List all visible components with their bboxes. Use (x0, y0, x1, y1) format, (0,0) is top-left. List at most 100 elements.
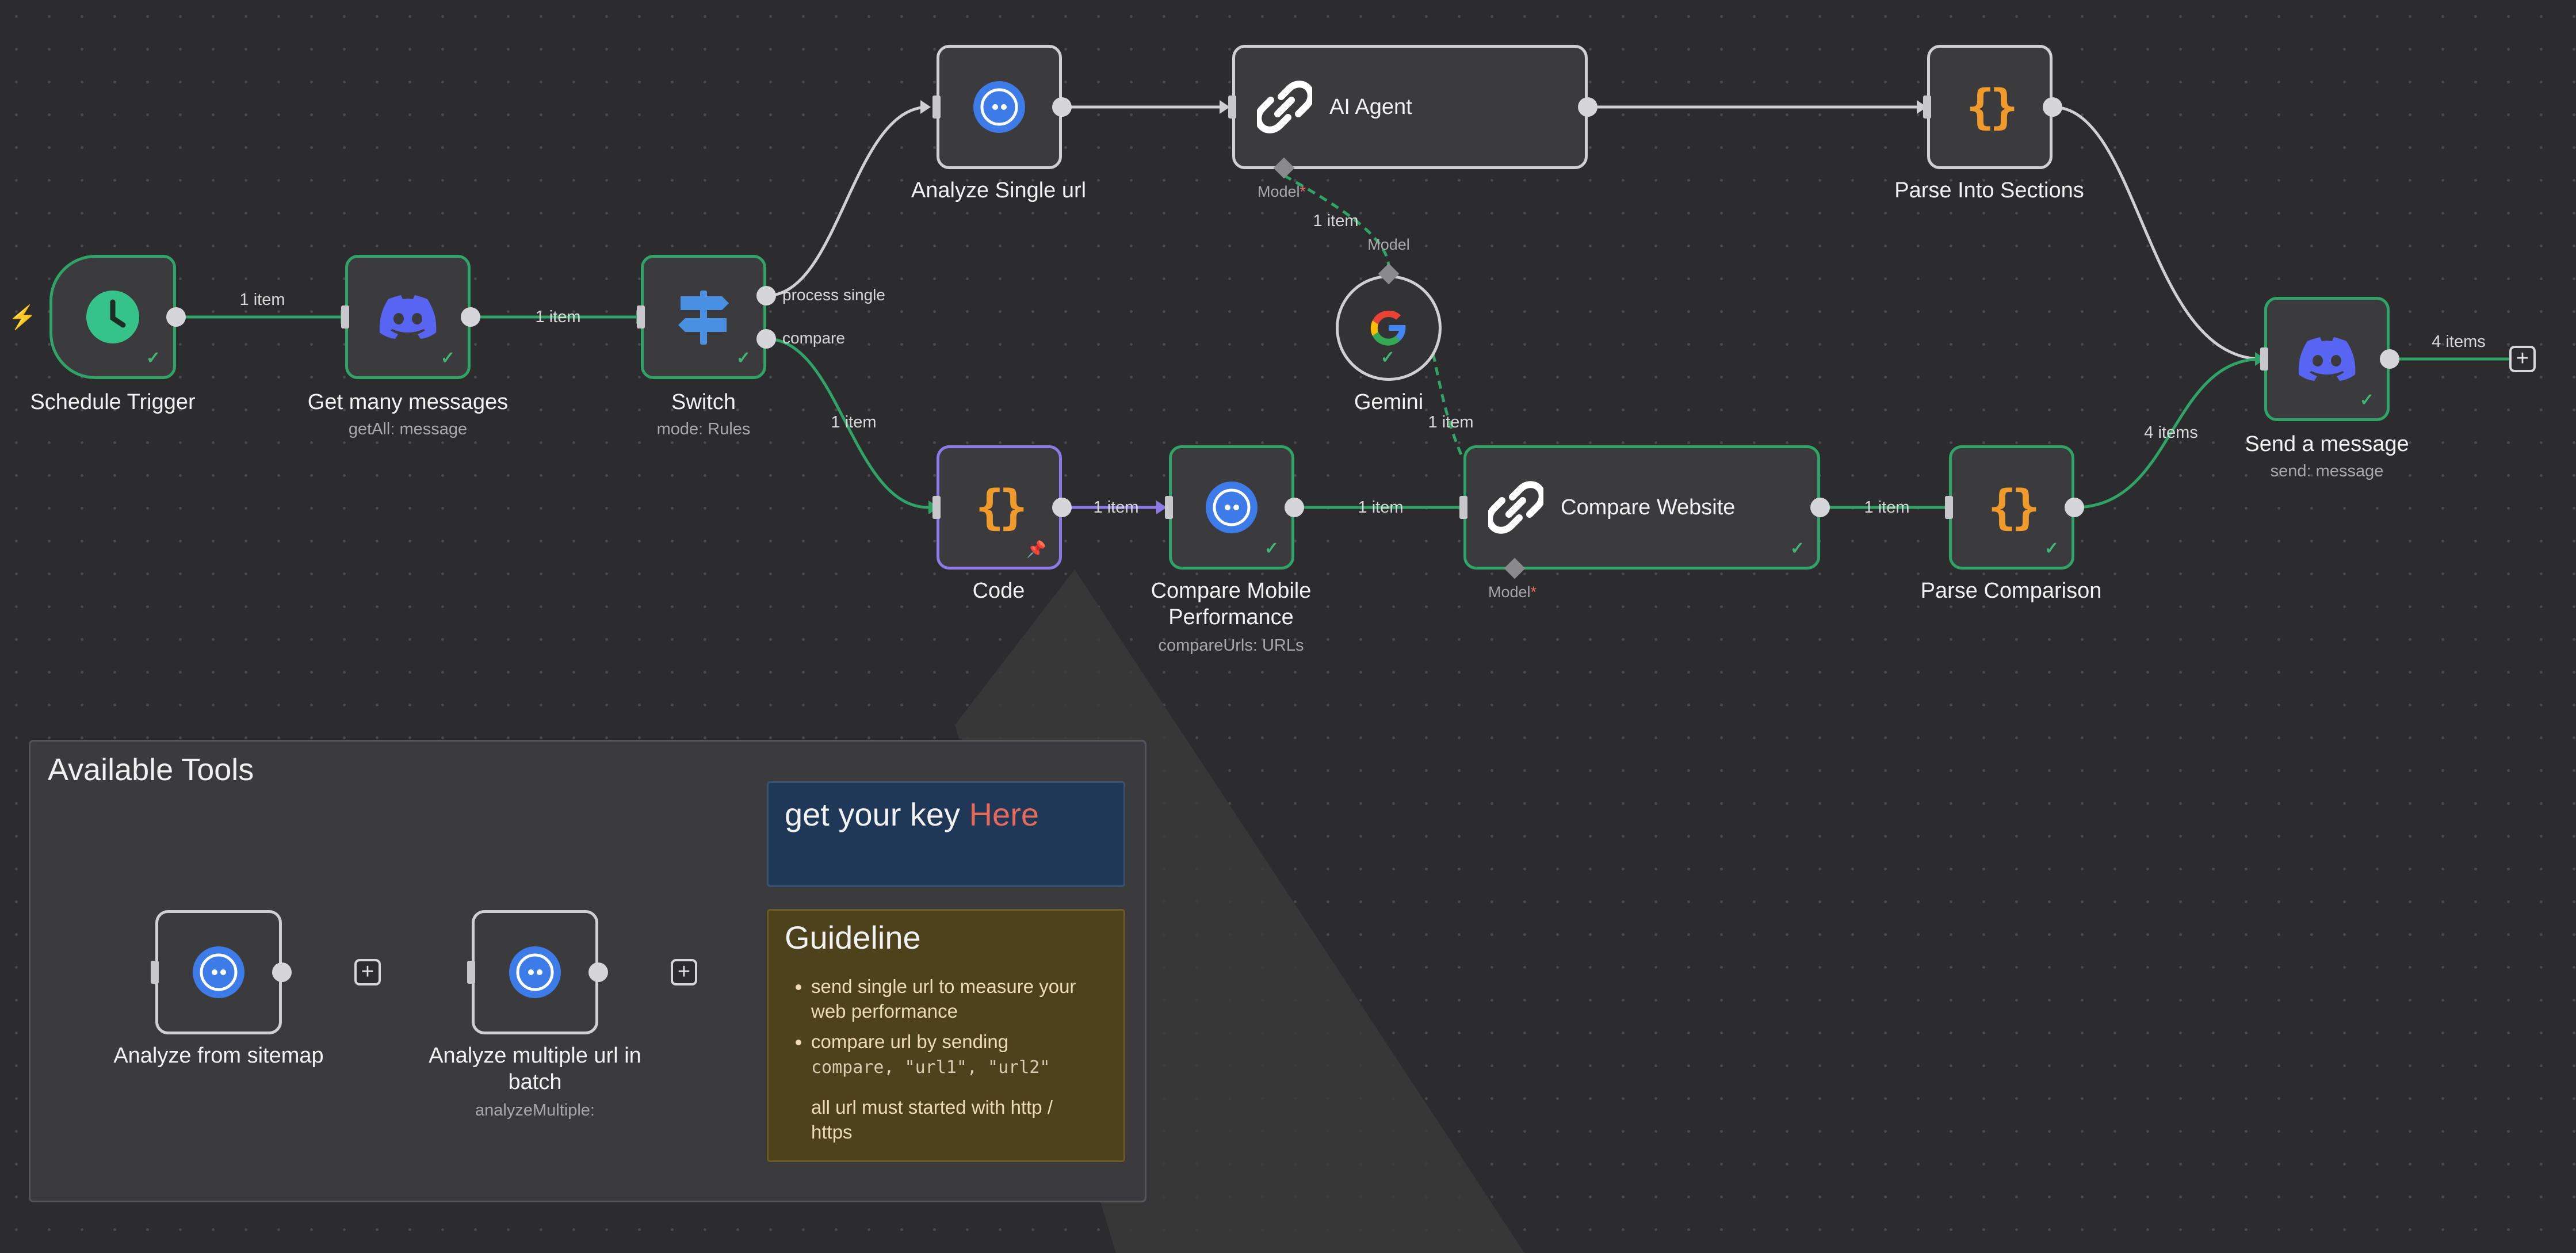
discord-icon (379, 295, 437, 339)
compare-website-model-label: Model* (1488, 583, 1537, 601)
gemini-model-label: Model (1367, 236, 1410, 253)
send-message-node[interactable]: ✓ (2264, 297, 2390, 421)
compare-website-label: Compare Website (1561, 495, 1736, 519)
analyze-from-sitemap-label: Analyze from sitemap (113, 1044, 324, 1068)
code-output-handle[interactable] (1052, 498, 1072, 517)
schedule-trigger-node[interactable]: ✓ (49, 255, 176, 379)
switch-subtitle: mode: Rules (656, 420, 751, 438)
guideline-sticky[interactable]: Guideline send single url to measure you… (767, 909, 1125, 1162)
compare-mobile-performance-node[interactable]: ✓ (1169, 445, 1294, 570)
compare-website-node[interactable]: Compare Website ✓ (1463, 445, 1820, 570)
success-check-icon: ✓ (440, 349, 455, 368)
parse-into-sections-node[interactable]: {} (1927, 45, 2053, 169)
parse-into-sections-label: Parse Into Sections (1894, 178, 2084, 203)
multiple-output-handle[interactable] (588, 962, 608, 982)
wire-agent-gemini (1283, 174, 1390, 277)
sitemap-output-handle[interactable] (272, 962, 292, 982)
send-message-input-handle[interactable] (2260, 347, 2268, 370)
guideline-list: send single url to measure your web perf… (785, 974, 1110, 1086)
pagespeed-icon (973, 81, 1025, 133)
switch-input-handle[interactable] (637, 305, 645, 328)
api-key-text: get your key Here (785, 796, 1039, 832)
lightning-icon: ⚡ (8, 305, 37, 330)
analyze-single-output-handle[interactable] (1052, 97, 1072, 117)
wire-parse2-send (2074, 357, 2262, 509)
success-check-icon: ✓ (2044, 539, 2059, 558)
ai-agent-node[interactable]: AI Agent (1232, 45, 1588, 169)
get-messages-label: Get many messages (307, 390, 509, 414)
sitemap-input-handle[interactable] (151, 961, 159, 984)
switch-output-process-single[interactable] (756, 286, 776, 305)
success-check-icon: ✓ (1264, 539, 1279, 558)
analyze-multiple-url-node[interactable] (472, 910, 598, 1034)
available-tools-title: Available Tools (48, 752, 254, 787)
discord-icon (2298, 337, 2356, 381)
chain-link-icon (1488, 481, 1543, 534)
multiple-input-handle[interactable] (467, 961, 475, 984)
count-get-switch: 1 item (535, 308, 581, 326)
guideline-code: compare, "url1", "url2" (811, 1057, 1050, 1078)
switch-port-process-single: process single (782, 286, 885, 304)
switch-node[interactable]: ✓ (641, 255, 766, 379)
success-check-icon: ✓ (1790, 539, 1805, 558)
analyze-single-url-label: Analyze Single url (911, 178, 1087, 203)
success-check-icon: ✓ (736, 349, 751, 368)
chain-link-icon (1257, 81, 1312, 133)
braces-icon: {} (1966, 79, 2019, 135)
add-node-plus-icon[interactable]: + (2509, 346, 2536, 372)
get-messages-node[interactable]: ✓ (345, 255, 471, 379)
count-switch-code: 1 item (831, 413, 877, 431)
wire-parse-send (2052, 105, 2262, 361)
pagespeed-icon (509, 946, 561, 998)
add-node-plus-icon[interactable]: + (354, 959, 381, 985)
compare-mobile-subtitle: compareUrls: URLs (1158, 636, 1304, 655)
clock-icon (86, 291, 139, 343)
count-parse-send: 4 items (2144, 423, 2198, 442)
count-trigger-get: 1 item (239, 291, 285, 309)
compare-website-input-handle[interactable] (1459, 496, 1467, 519)
api-key-sticky[interactable]: get your key Here (767, 781, 1125, 887)
analyze-single-url-node[interactable] (937, 45, 1062, 169)
code-node[interactable]: {} 📌 (937, 445, 1062, 570)
parse-comparison-node[interactable]: {} ✓ (1949, 445, 2074, 570)
pagespeed-icon (1206, 482, 1258, 533)
count-agent-model: 1 item (1313, 212, 1359, 230)
ai-agent-label: AI Agent (1329, 94, 1412, 119)
get-messages-subtitle: getAll: message (348, 420, 468, 438)
compare-mobile-input-handle[interactable] (1165, 496, 1173, 519)
switch-output-compare[interactable] (756, 329, 776, 349)
add-node-plus-icon[interactable]: + (671, 959, 697, 985)
compare-mobile-output-handle[interactable] (1285, 498, 1304, 517)
analyze-single-input-handle[interactable] (932, 95, 941, 119)
success-check-icon: ✓ (1380, 348, 1395, 367)
code-input-handle[interactable] (932, 496, 941, 519)
parse-sections-input-handle[interactable] (1923, 95, 1931, 119)
api-key-link[interactable]: Here (969, 796, 1039, 832)
code-label: Code (972, 579, 1025, 603)
get-messages-output-handle[interactable] (461, 307, 480, 327)
analyze-multiple-subtitle: analyzeMultiple: (475, 1101, 595, 1120)
pagespeed-icon (193, 946, 244, 998)
trigger-output-handle[interactable] (166, 307, 186, 327)
guideline-note: all url must started with http / https (811, 1097, 1053, 1143)
ai-agent-output-handle[interactable] (1578, 97, 1597, 117)
parse-comparison-input-handle[interactable] (1945, 496, 1953, 519)
ai-agent-input-handle[interactable] (1228, 95, 1236, 119)
ai-agent-model-label: Model* (1257, 183, 1306, 200)
get-messages-input-handle[interactable] (341, 305, 349, 328)
wire-switch-analyze (766, 105, 929, 297)
send-message-label: Send a message (2245, 432, 2409, 456)
count-mobile-compare: 1 item (1358, 498, 1404, 517)
braces-icon: {} (975, 480, 1028, 535)
analyze-from-sitemap-node[interactable] (155, 910, 282, 1034)
send-message-output-handle[interactable] (2380, 349, 2399, 369)
gemini-node[interactable]: ✓ (1336, 275, 1442, 381)
wire-compare-gemini (1431, 350, 1463, 455)
count-code-mobile: 1 item (1093, 498, 1139, 517)
count-send-out: 4 items (2432, 333, 2486, 351)
compare-website-output-handle[interactable] (1810, 498, 1830, 517)
parse-sections-output-handle[interactable] (2043, 97, 2062, 117)
parse-comparison-output-handle[interactable] (2065, 498, 2084, 517)
